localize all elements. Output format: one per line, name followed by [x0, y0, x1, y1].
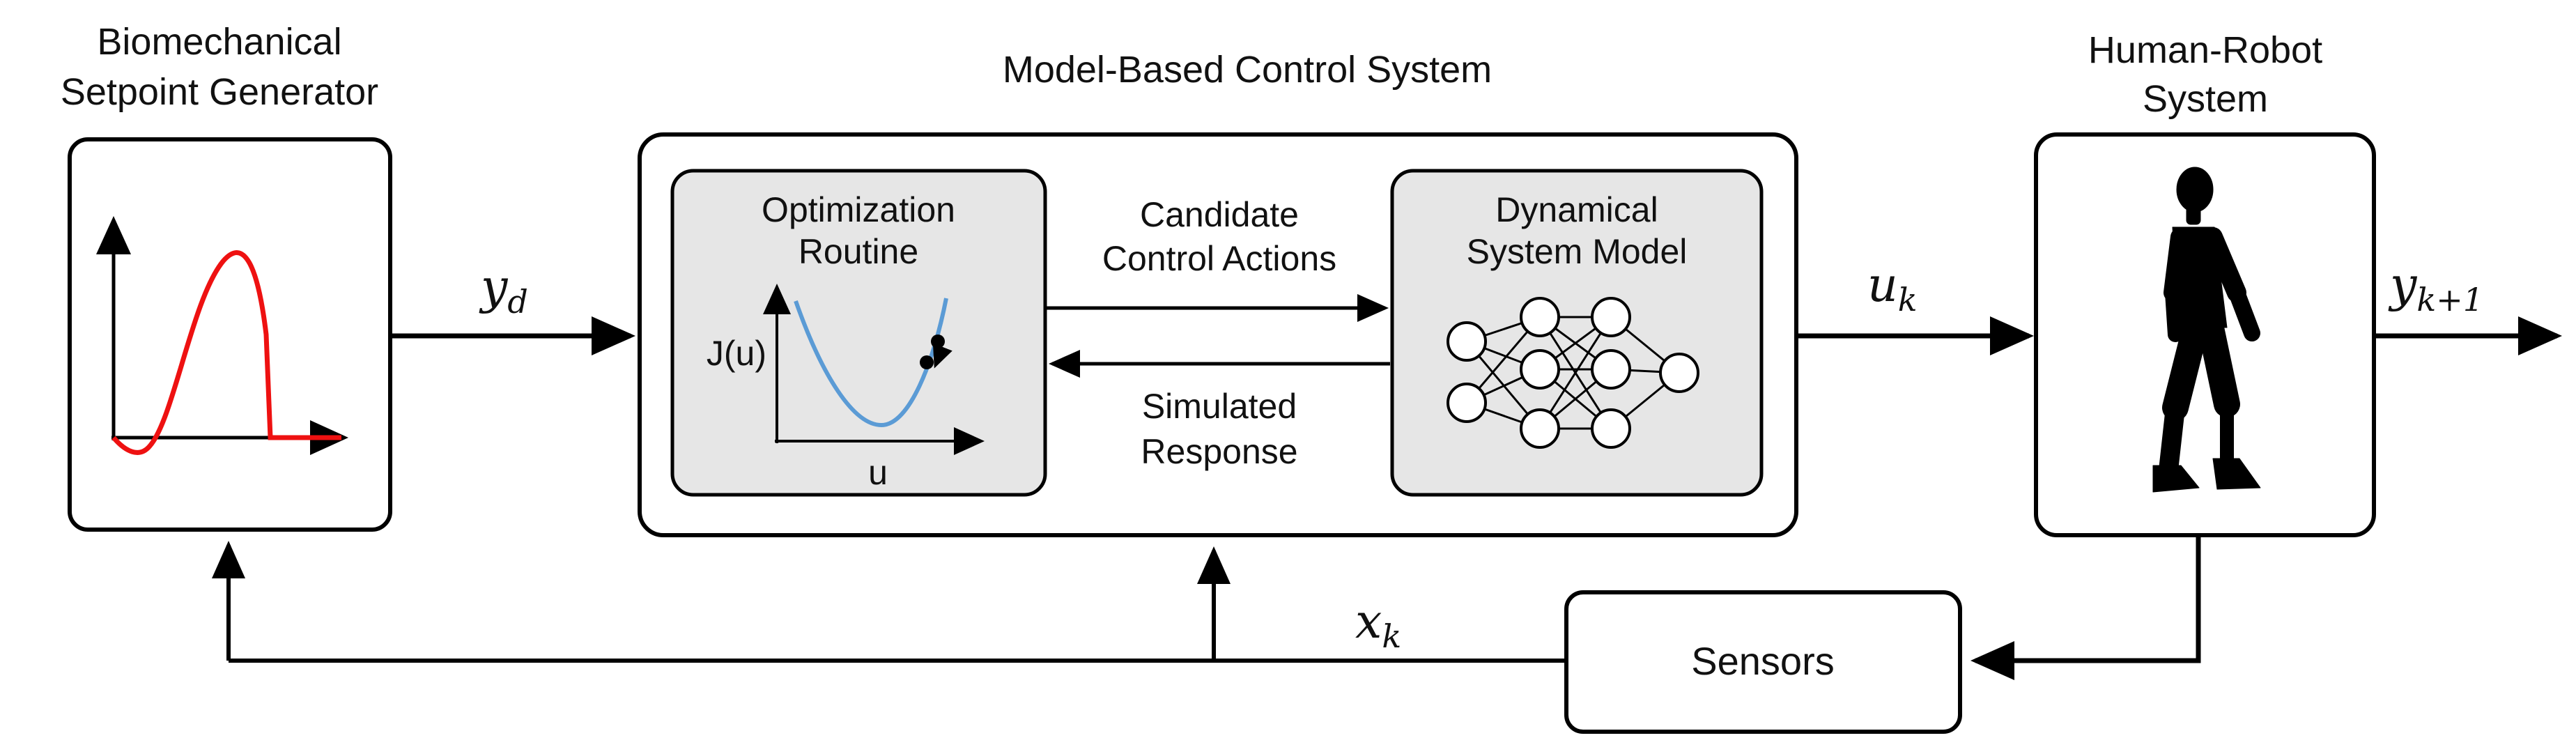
- nn-node: [1520, 297, 1560, 337]
- nn-node: [1659, 353, 1699, 393]
- candidate-point-lower: [920, 355, 934, 369]
- nn-node: [1520, 408, 1560, 449]
- dynamical-model-title-line2: System Model: [1467, 232, 1688, 271]
- cost-curve: [794, 298, 948, 428]
- human-robot-title-line1: Human-Robot: [2088, 29, 2322, 71]
- human-to-sensors-feedback: [1970, 535, 2201, 680]
- dynamical-model-title-line1: Dynamical: [1495, 190, 1658, 229]
- optimization-x-axis-label: u: [868, 453, 888, 492]
- yd-label: yd: [479, 260, 528, 321]
- nn-node: [1591, 408, 1631, 449]
- xk-label: xk: [1355, 594, 1401, 655]
- neural-network-graphic: [1447, 297, 1699, 449]
- optimization-box: [670, 169, 1047, 497]
- setpoint-curve: [111, 250, 341, 455]
- optimization-title-line1: Optimization: [762, 190, 955, 229]
- candidate-label-line1: Candidate: [1140, 195, 1299, 234]
- walking-person-icon: [2152, 167, 2261, 493]
- uk-label: uk: [1867, 258, 1918, 318]
- candidate-point-upper: [931, 334, 945, 348]
- setpoint-generator-box: [68, 137, 392, 532]
- dynamical-model-box: [1390, 169, 1764, 497]
- yk1-label: yk+1: [2388, 258, 2483, 318]
- setpoint-generator-title-line1: Biomechanical: [97, 21, 341, 63]
- human-robot-title-line2: System: [2143, 78, 2268, 120]
- descent-arrow: [932, 343, 952, 369]
- sensors-label: Sensors: [1691, 639, 1834, 683]
- control-system-title: Model-Based Control System: [1003, 49, 1492, 91]
- simulated-label-line1: Simulated: [1142, 387, 1297, 426]
- nn-node: [1591, 349, 1631, 390]
- nn-node: [1591, 297, 1631, 337]
- nn-node: [1447, 321, 1487, 362]
- nn-connection: [1538, 316, 1612, 429]
- optimization-title-line2: Routine: [799, 232, 918, 271]
- nn-node: [1447, 383, 1487, 423]
- candidate-label-line2: Control Actions: [1102, 239, 1336, 278]
- nn-node: [1520, 349, 1560, 390]
- simulated-label-line2: Response: [1141, 432, 1297, 471]
- optimization-y-axis-label: J(u): [707, 334, 766, 373]
- setpoint-generator-title-line2: Setpoint Generator: [61, 71, 378, 113]
